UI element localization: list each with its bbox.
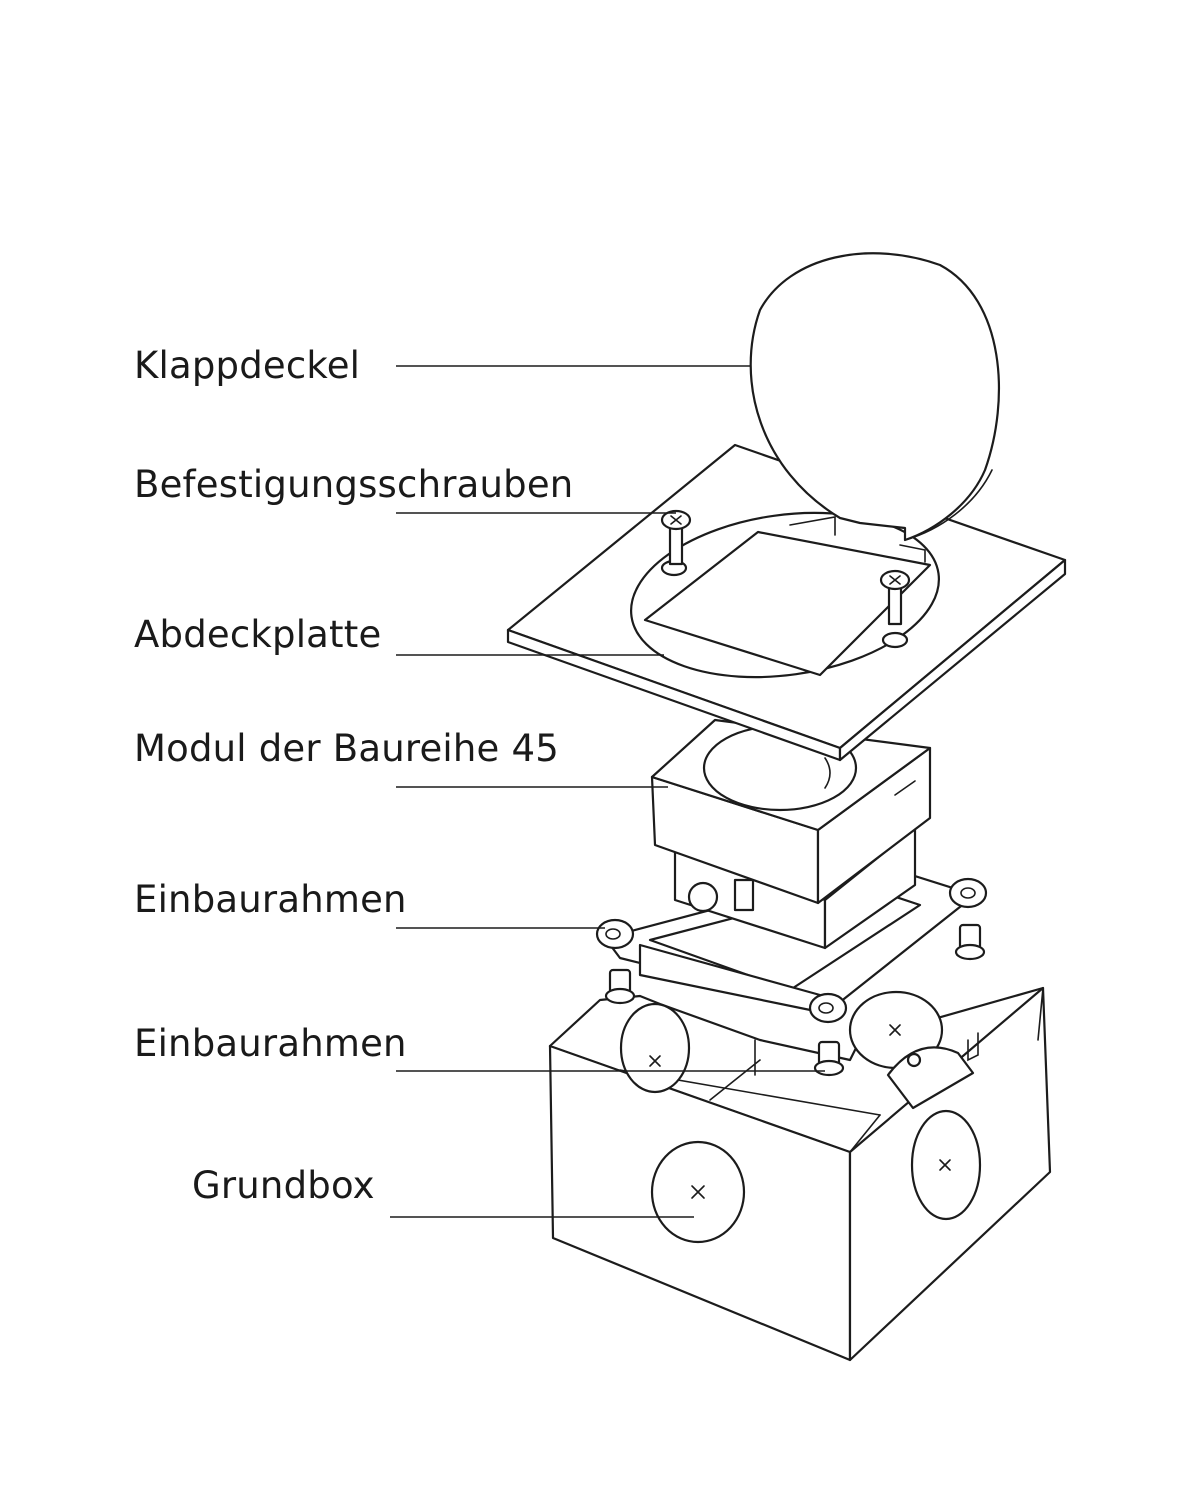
grundbox-inner-divider <box>709 1059 761 1101</box>
knockout-inner-left-mark <box>649 1055 661 1067</box>
abdeckplatte-part <box>506 443 1067 762</box>
klappdeckel-part <box>749 252 1000 542</box>
grundbox-slot <box>967 1032 979 1062</box>
label-modul: Modul der Baureihe 45 <box>134 727 559 770</box>
flap-lid-edge <box>904 469 993 541</box>
cover-plate-socket-window <box>643 530 932 677</box>
frame-ear-left <box>595 918 635 950</box>
flap-lid <box>749 252 1000 542</box>
knockout-inner-right-mark <box>889 1024 901 1036</box>
grundbox-back-edge <box>1037 987 1044 1041</box>
grundbox-inner-corner <box>849 1114 881 1153</box>
cover-plate-hole-right <box>881 631 909 649</box>
fixing-screw-right-cross <box>889 575 901 585</box>
befestigungsschrauben-part <box>660 509 911 626</box>
cover-plate-side-edge <box>838 558 1067 762</box>
label-grundbox: Grundbox <box>192 1164 375 1207</box>
leader-lines <box>390 365 825 1218</box>
modul-slot <box>894 780 916 796</box>
frame-ear-bottom-hole <box>818 1002 834 1014</box>
fixing-screw-left-cross <box>670 515 682 525</box>
knockout-front-mark <box>691 1185 705 1199</box>
modul-earth-contact <box>824 757 831 789</box>
label-klappdeckel: Klappdeckel <box>134 344 361 387</box>
modul-terminal <box>687 881 719 913</box>
frame-screw-bottom-nut <box>813 1059 845 1077</box>
frame-screws <box>604 923 986 1077</box>
frame-screw-left-nut <box>604 987 636 1005</box>
grundbox-inner-edge <box>549 1045 851 1153</box>
frame-screw-right-nut <box>954 943 986 961</box>
knockout-right-mark <box>939 1159 951 1171</box>
grundbox-part <box>548 986 1052 1362</box>
frame-ear-right-hole <box>960 887 976 899</box>
grundbox-lug-hole <box>906 1052 922 1068</box>
label-einbaurahmen-unten: Einbaurahmen <box>134 1022 407 1065</box>
label-abdeckplatte: Abdeckplatte <box>134 613 382 656</box>
frame-ear-left-hole <box>605 928 621 940</box>
frame-ear-bottom <box>808 992 848 1024</box>
frame-ear-right <box>948 877 988 909</box>
cover-plate-hinge-left <box>789 516 836 536</box>
label-einbaurahmen-oben: Einbaurahmen <box>134 878 407 921</box>
knockout-inner-left <box>619 1002 691 1094</box>
label-befestigungsschrauben: Befestigungsschrauben <box>134 463 574 506</box>
cover-plate-hinge-right <box>899 544 926 563</box>
modul-clip <box>733 878 755 912</box>
